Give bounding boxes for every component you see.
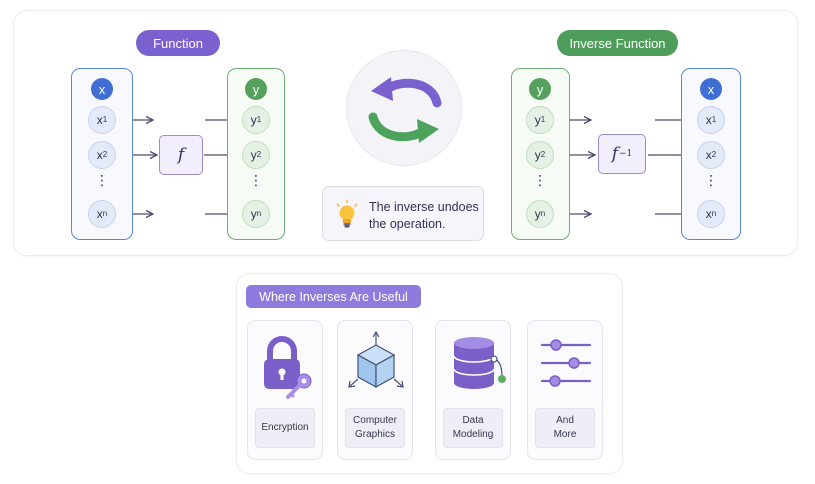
function-title-pill: Function	[136, 30, 220, 56]
inverse-callout: The inverse undoes the operation.	[322, 186, 484, 241]
callout-text: The inverse undoes the operation.	[369, 200, 479, 231]
swap-cycle-arrows-icon	[368, 77, 442, 143]
inverse-f-box: f−1	[598, 134, 646, 174]
inverse-x-header-badge: x	[700, 78, 722, 100]
inverse-y-header-badge: y	[529, 78, 551, 100]
use-label-computer-graphics: Computer Graphics	[345, 408, 405, 448]
inverse-x-vertical-dots: ⋮	[704, 172, 718, 188]
use-label-encryption: Encryption	[255, 408, 315, 448]
y-header-badge: y	[245, 78, 267, 100]
x-vertical-dots: ⋮	[95, 172, 109, 188]
lightbulb-icon	[336, 200, 358, 228]
uses-title: Where Inverses Are Useful	[246, 285, 421, 308]
use-card-computer-graphics: Computer Graphics	[337, 320, 413, 460]
use-label-data-modeling: Data Modeling	[443, 408, 503, 448]
function-f-box: f	[159, 135, 203, 175]
use-card-encryption: Encryption	[247, 320, 323, 460]
use-card-and-more: And More	[527, 320, 603, 460]
x-header-badge: x	[91, 78, 113, 100]
use-card-data-modeling: Data Modeling	[435, 320, 511, 460]
padlock-key-icon	[264, 336, 312, 399]
database-icon	[453, 337, 506, 389]
3d-cube-axes-icon	[348, 330, 404, 389]
inverse-y-vertical-dots: ⋮	[533, 172, 547, 188]
swap-cycle-circle	[346, 50, 462, 166]
use-label-and-more: And More	[535, 408, 595, 448]
sliders-icon	[540, 339, 592, 387]
y-vertical-dots: ⋮	[249, 172, 263, 188]
inverse-function-title-pill: Inverse Function	[557, 30, 678, 56]
